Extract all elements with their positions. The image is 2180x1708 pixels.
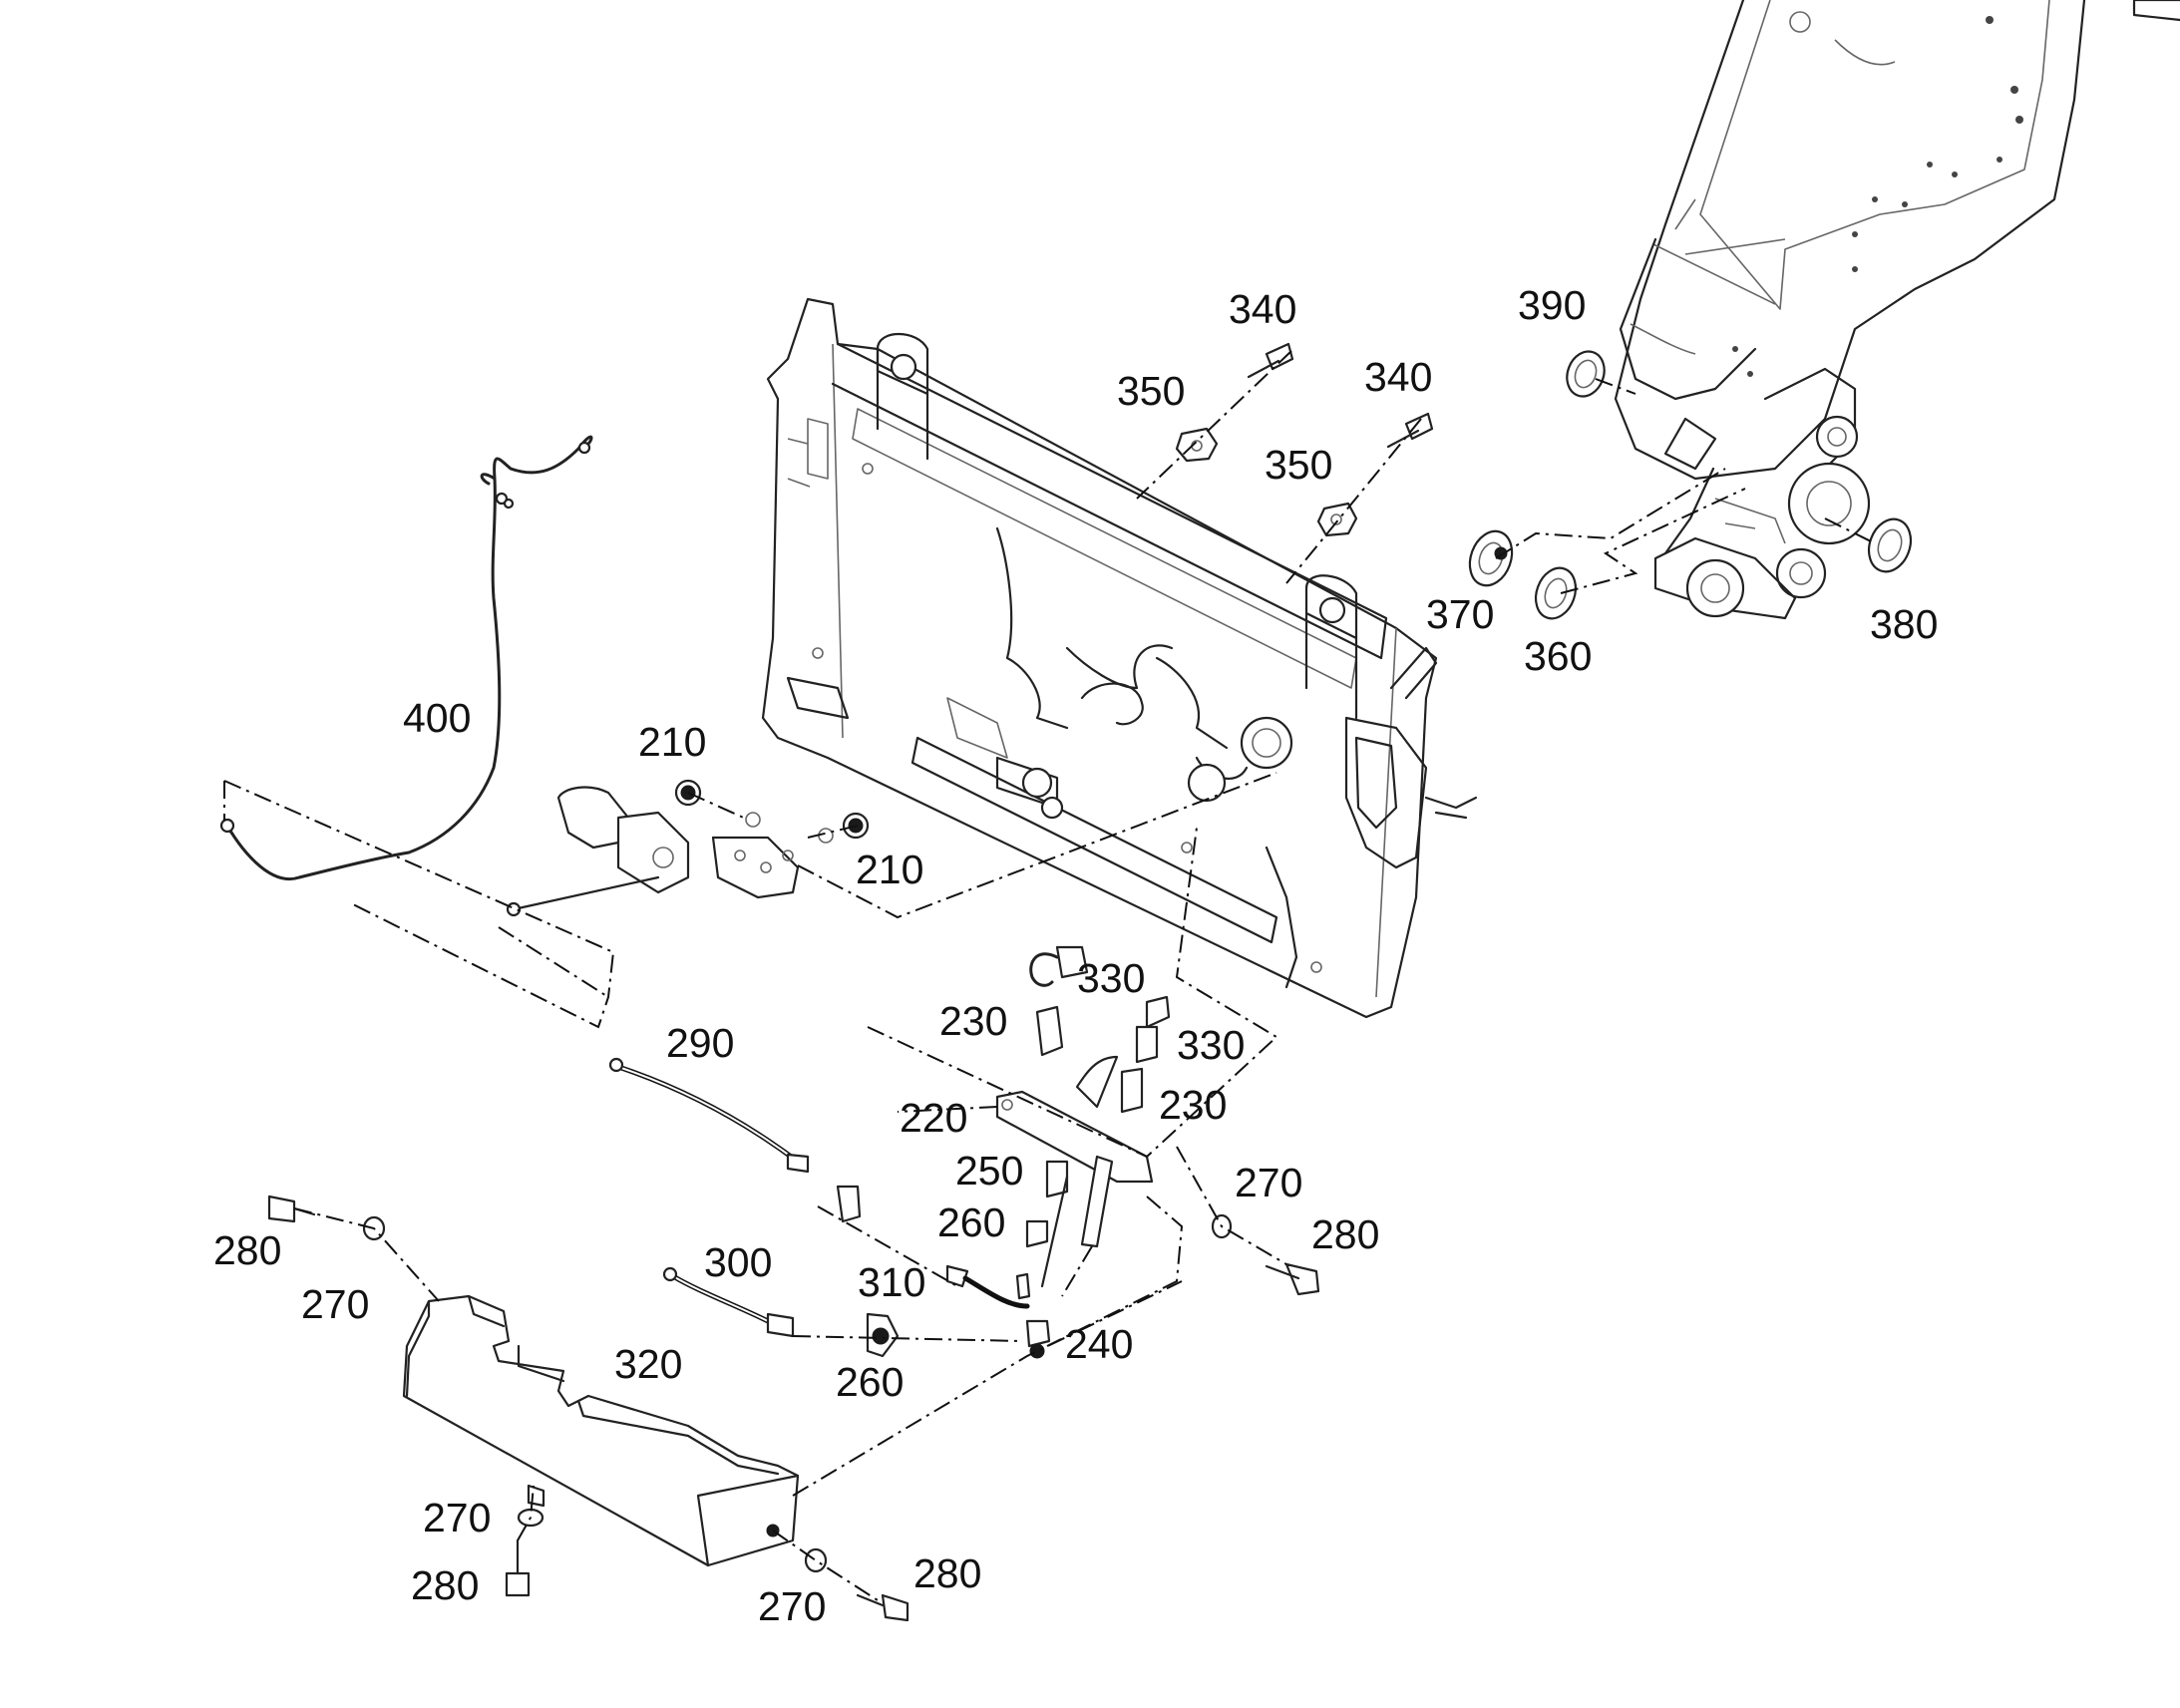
callout-210-right: 210 [856,847,923,892]
hose-assemblies [608,1057,1030,1358]
callout-400: 400 [403,695,471,741]
callout-240: 240 [1065,1321,1133,1367]
callout-330-right: 330 [1177,1022,1245,1068]
cover-plate-320 [402,1294,800,1567]
callout-280-bottom-right: 280 [913,1550,981,1596]
wire-harness-400 [219,435,593,881]
callout-280-right: 280 [1311,1211,1379,1257]
coupling-bracket-assembly [995,945,1171,1359]
quick-coupler-frame [761,297,1478,1019]
loader-arm [1614,0,2180,620]
callout-390: 390 [1518,282,1586,328]
callout-labels: 340 340 350 350 390 370 360 380 400 210 … [213,282,1938,1629]
callout-350-right: 350 [1265,442,1332,488]
callout-270-right: 270 [1235,1160,1302,1205]
callout-300: 300 [704,1239,772,1285]
callout-230-left: 230 [939,998,1007,1044]
callout-350-top: 350 [1117,368,1185,414]
callout-220: 220 [900,1095,967,1141]
callout-270-bottom-left: 270 [423,1495,491,1540]
callout-280-left: 280 [213,1227,281,1273]
callout-290: 290 [666,1020,734,1066]
fasteners [267,342,1913,1622]
callout-310: 310 [858,1259,925,1305]
callout-260-lower: 260 [836,1359,904,1405]
callout-210-top: 210 [638,719,706,765]
callout-280-bottom-left: 280 [411,1562,479,1608]
callout-270-bottom-right: 270 [758,1583,826,1629]
callout-340-top: 340 [1229,286,1296,332]
callout-270-left: 270 [301,1281,369,1327]
callout-370: 370 [1426,591,1494,637]
callout-360: 360 [1524,633,1592,679]
callout-330-top: 330 [1077,955,1145,1001]
callout-260-upper: 260 [937,1199,1005,1245]
callout-380: 380 [1870,601,1938,647]
leader-lines [223,350,1876,1601]
callout-320: 320 [614,1341,682,1387]
callout-340-right: 340 [1364,354,1432,400]
callout-230-right: 230 [1159,1082,1227,1128]
valve-assembly-210 [506,779,870,917]
callout-250: 250 [955,1148,1023,1194]
